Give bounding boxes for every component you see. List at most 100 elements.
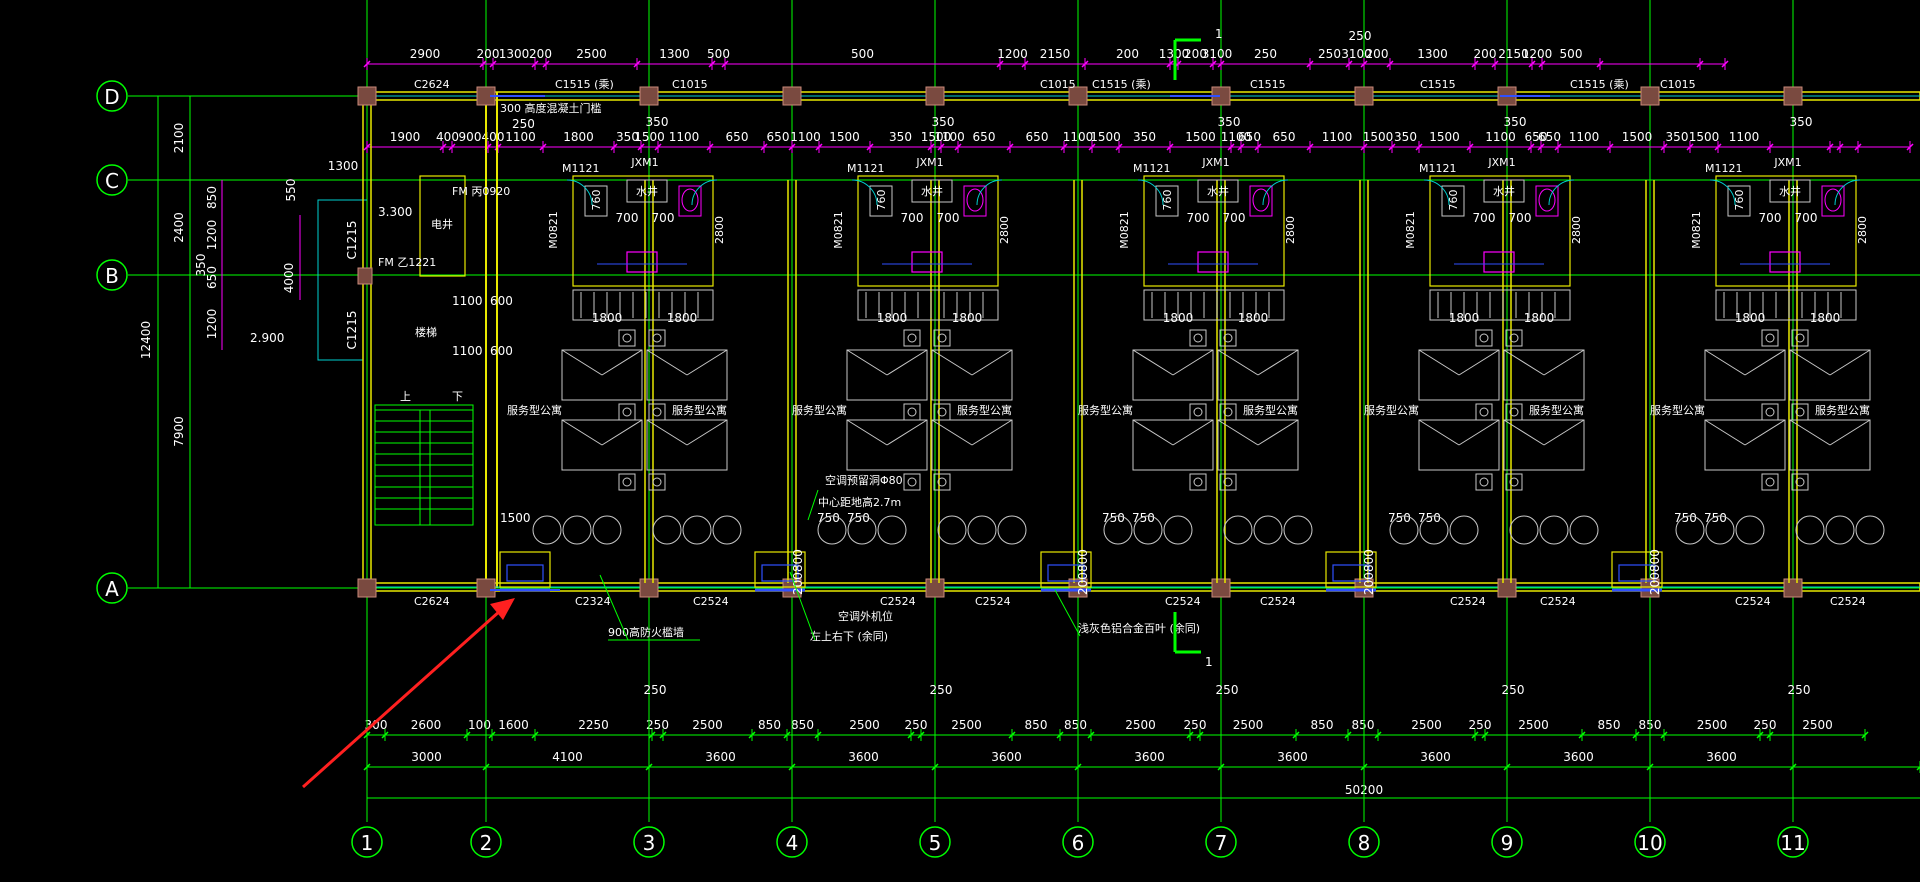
- bed-cover-line: [1829, 419, 1871, 446]
- bed-cover-line: [686, 349, 728, 376]
- dimension-total-vertical: 12400: [139, 321, 153, 359]
- room-label: 服务型公寓: [1364, 403, 1419, 417]
- dimension-value: 2500: [1125, 718, 1156, 732]
- bed-cover-line: [1418, 349, 1460, 376]
- dimension-small: 750: [1418, 511, 1441, 525]
- dimension-value: 250: [1469, 718, 1492, 732]
- dimension-value: 1300: [1417, 47, 1448, 61]
- dimension-slash: [1466, 143, 1474, 151]
- structural-column: [1783, 86, 1803, 106]
- axis-number-label: 11: [1780, 831, 1805, 855]
- dimension-value-vertical: 350: [194, 254, 208, 277]
- dimension-slash: [1538, 60, 1546, 68]
- electric-shaft: [419, 175, 466, 277]
- dimension-value: 350: [616, 130, 639, 144]
- dimension-slash: [1854, 143, 1862, 151]
- ac-platform: [1040, 551, 1092, 588]
- jxm-door-label: JXM1: [1773, 156, 1801, 169]
- bed-cover-line: [1829, 349, 1871, 376]
- dimension-mark: 250: [644, 683, 667, 697]
- bed-cover-line: [1503, 349, 1545, 376]
- chair: [1133, 515, 1163, 545]
- dimension-slash: [1714, 143, 1722, 151]
- section-mark: 1: [1173, 27, 1223, 80]
- dimension-small: 700: [1509, 211, 1532, 225]
- dimension-small: 700: [616, 211, 639, 225]
- jxm-door-label: JXM1: [1201, 156, 1229, 169]
- chair: [1855, 515, 1885, 545]
- dimension-small: 200: [1648, 572, 1662, 595]
- dimension-slash: [648, 731, 656, 739]
- dimension-value: 3600: [705, 750, 736, 764]
- dimension-value: 2900: [410, 47, 441, 61]
- axis-bubble: [633, 826, 665, 858]
- door-label: M1121: [1419, 162, 1457, 175]
- dimension-value-vertical: 7900: [172, 416, 186, 447]
- door-label: M1121: [847, 162, 885, 175]
- door-swing: [1262, 179, 1289, 206]
- dimension-mark: 350: [646, 115, 669, 129]
- bed-cover-line: [846, 349, 888, 376]
- room-label: 服务型公寓: [1529, 403, 1584, 417]
- bed-cover-line: [1132, 349, 1174, 376]
- dimension-slash: [1660, 143, 1668, 151]
- water-shaft-label: 水井: [1207, 184, 1229, 198]
- dimension-value: 850: [758, 718, 781, 732]
- dimension-value: 1100: [1485, 130, 1516, 144]
- axis-bubble: [776, 826, 808, 858]
- lamp: [907, 407, 917, 417]
- structural-column: [476, 578, 496, 598]
- nightstand: [933, 329, 951, 347]
- chair: [1735, 515, 1765, 545]
- dimension-slash: [1060, 143, 1068, 151]
- axis-bubble: [96, 164, 128, 196]
- section-mark-label: 1: [1205, 655, 1213, 669]
- dimension-value: 1500: [829, 130, 860, 144]
- dimension-slash: [706, 143, 714, 151]
- chair: [1675, 515, 1705, 545]
- structural-column: [1211, 578, 1231, 598]
- dimension-vertical: 2800: [1856, 216, 1869, 244]
- nightstand: [1475, 329, 1493, 347]
- dimension-value: 1300: [328, 159, 359, 173]
- firewall-note: 900高防火槛墙: [608, 625, 684, 639]
- dimension-slash: [448, 143, 456, 151]
- lamp: [1223, 333, 1233, 343]
- dimension-small: 800: [1362, 549, 1376, 572]
- dimension-small: 700: [652, 211, 675, 225]
- axis-number-label: 3: [643, 831, 656, 855]
- dimension-small: 1800: [1238, 311, 1269, 325]
- dimension-slash: [1836, 143, 1844, 151]
- dimension-value: 400: [436, 130, 459, 144]
- nightstand: [933, 473, 951, 491]
- window-label: C2524: [1165, 595, 1201, 608]
- chair: [847, 515, 877, 545]
- dimension-value-vertical: 2100: [172, 123, 186, 154]
- bed-cover-line: [971, 349, 1013, 376]
- window-label: C2524: [693, 595, 729, 608]
- axis-bubble: [1491, 826, 1523, 858]
- dimension-value: 1500: [500, 511, 531, 525]
- dimension-small: 760: [1161, 190, 1174, 211]
- dimension-value: 650: [1525, 130, 1548, 144]
- dimension-small: 700: [1187, 211, 1210, 225]
- axis-bubble: [351, 826, 383, 858]
- door-label: M1121: [1705, 162, 1743, 175]
- dimension-small: 1800: [592, 311, 623, 325]
- dimension-slash: [1386, 60, 1394, 68]
- nightstand: [1219, 329, 1237, 347]
- structural-column: [1354, 578, 1374, 598]
- dimension-value: 250: [646, 718, 669, 732]
- bed-cover-line: [1543, 349, 1585, 376]
- water-shaft: [911, 179, 953, 203]
- dimension-slash: [610, 143, 618, 151]
- bathroom-wall: [1429, 175, 1571, 287]
- dimension-slash: [937, 143, 945, 151]
- dimension-slash: [814, 731, 822, 739]
- dimension-slash: [760, 143, 768, 151]
- dimension-value: 3600: [848, 750, 879, 764]
